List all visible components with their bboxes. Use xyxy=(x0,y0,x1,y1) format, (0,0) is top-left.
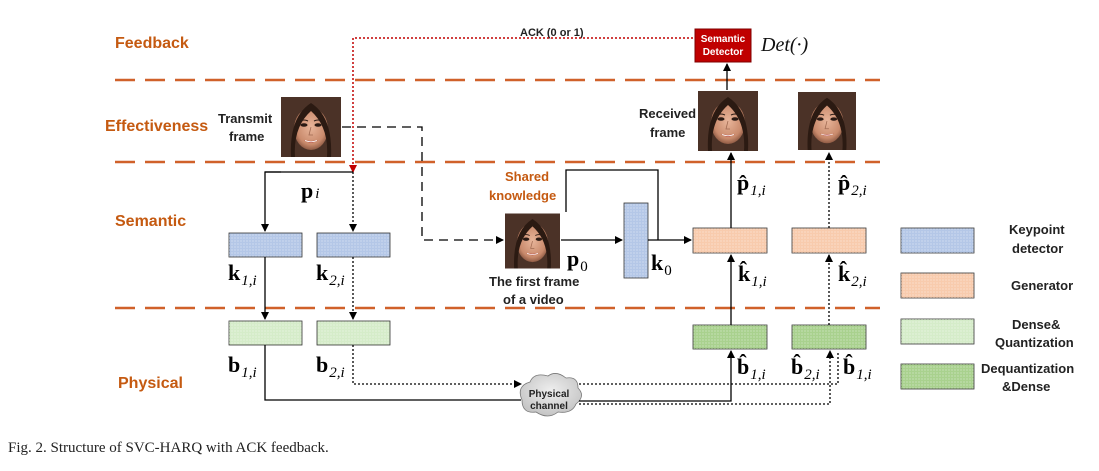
first-frame-label-1: The first frame xyxy=(489,274,579,289)
physical-channel-cloud xyxy=(519,373,582,417)
layer-label-semantic: Semantic xyxy=(115,213,186,230)
dashed-transmit-path xyxy=(342,126,504,244)
legend-swatch-dense-quant-texture xyxy=(901,319,974,344)
symbol-k-0: k0 xyxy=(651,250,672,279)
first-frame-label-2: of a video xyxy=(503,292,564,307)
legend-swatch-dequant-texture xyxy=(901,364,974,389)
solid-connections xyxy=(261,152,735,402)
dense-quant-block-1-texture xyxy=(229,321,302,345)
legend-swatch-keypoint-texture xyxy=(901,228,974,253)
legend-keypoint-label-1: Keypoint xyxy=(1009,222,1065,237)
dense-quant-block-2-texture xyxy=(317,321,390,345)
figure-caption: Fig. 2. Structure of SVC-HARQ with ACK f… xyxy=(8,440,329,456)
symbol-b-2i: b2,i xyxy=(316,352,345,381)
symbol-phat-1i: p̂1,i xyxy=(737,170,766,199)
semantic-detector-label-2: Detector xyxy=(703,47,744,58)
symbol-k-2i: k2,i xyxy=(316,260,345,289)
keypoint-detector-block-1-texture xyxy=(229,233,302,257)
dequant-block-1-texture xyxy=(693,325,767,349)
layer-label-effectiveness: Effectiveness xyxy=(105,118,208,135)
keypoint-detector-block-2-texture xyxy=(317,233,390,257)
semantic-detector-box xyxy=(694,28,752,63)
received-frame-image-1 xyxy=(698,91,758,151)
first-frame-image xyxy=(505,213,560,269)
received-frame-image-2 xyxy=(798,91,856,151)
symbol-b-1i: b1,i xyxy=(228,352,257,381)
symbol-bhat-2i: b̂2,i xyxy=(791,354,820,383)
det-function-label: Det(·) xyxy=(760,34,809,56)
generator-block-1-texture xyxy=(693,228,767,253)
generator-block-2-texture xyxy=(792,228,866,253)
legend-dense-quant-label-2: Quantization xyxy=(995,335,1074,350)
legend-dequant-label-1: Dequantization xyxy=(981,361,1074,376)
layer-dividers xyxy=(115,78,880,310)
symbol-p-0: p0 xyxy=(567,246,588,275)
transmit-frame-label-2: frame xyxy=(229,129,264,144)
layer-label-feedback: Feedback xyxy=(115,35,189,52)
legend-dense-quant-label-1: Dense& xyxy=(1012,317,1060,332)
transmit-frame-image xyxy=(281,97,341,157)
physical-channel-label-1: Physical xyxy=(529,389,570,400)
layer-label-physical: Physical xyxy=(118,375,183,392)
legend-swatch-generator-texture xyxy=(901,273,974,298)
shared-knowledge-label-1: Shared xyxy=(505,169,549,184)
legend-dequant-label-2: &Dense xyxy=(1002,379,1050,394)
legend-keypoint-label-2: detector xyxy=(1012,241,1063,256)
dequant-block-2-texture xyxy=(792,325,866,349)
legend-generator-label: Generator xyxy=(1011,278,1073,293)
ack-feedback-path xyxy=(349,37,693,173)
received-frame-label-2: frame xyxy=(650,125,685,140)
symbol-bhat-1i: b̂1,i xyxy=(737,354,766,383)
symbol-khat-2i: k̂2,i xyxy=(838,261,867,290)
symbol-phat-2i: p̂2,i xyxy=(838,170,867,199)
symbol-k-1i: k1,i xyxy=(228,260,257,289)
symbol-khat-1i: k̂1,i xyxy=(738,261,767,290)
legend: Keypoint detector Generator Dense& Quant… xyxy=(900,222,1074,394)
received-frame-label-1: Received xyxy=(639,106,696,121)
shared-knowledge-label-2: knowledge xyxy=(489,188,556,203)
transmit-frame-label-1: Transmit xyxy=(218,111,273,126)
ack-label: ACK (0 or 1) xyxy=(520,27,584,39)
physical-channel-label-2: channel xyxy=(530,401,568,412)
keypoint-detector-block-first-frame-texture xyxy=(624,203,648,278)
semantic-detector-label-1: Semantic xyxy=(701,34,746,45)
dotted-connections xyxy=(349,152,839,405)
symbol-bhat-1i-second: b̂1,i xyxy=(843,354,872,383)
